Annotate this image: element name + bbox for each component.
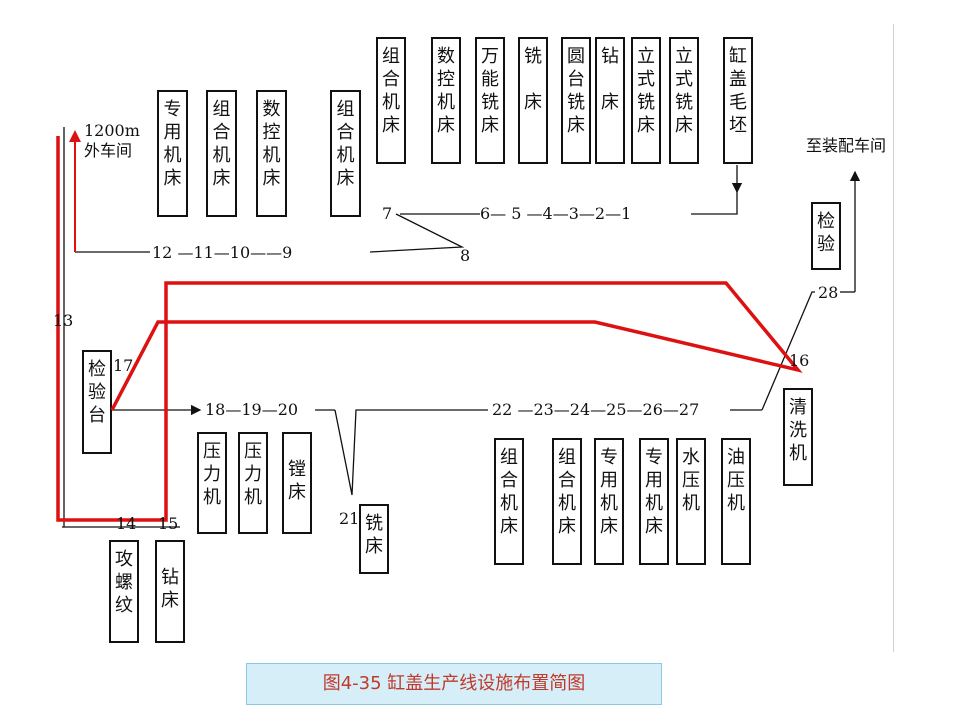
machine-box: 组 合 机 床 [330,90,361,217]
station-number: 15 [158,514,179,533]
machine-box: 万 能 铣 床 [475,37,505,164]
machine-box: 专 用 机 床 [594,438,624,565]
station-sequence: 18—19—20 [205,400,299,419]
machine-label: 专 用 机 床 [645,447,663,537]
station-number: 21 [339,509,360,528]
machine-box: 水 压 机 [676,438,706,565]
outside-distance-label: 1200m [84,121,140,140]
flow-line [334,409,488,496]
machine-label: 铣 床 [365,513,383,557]
station-number: 14 [116,514,137,533]
machine-box: 组 合 机 床 [494,438,524,565]
machine-label: 攻 螺 纹 [115,549,133,616]
machine-label: 专 用 机 床 [600,447,618,537]
station-number: 13 [53,311,74,330]
outside-workshop-label: 外车间 [84,141,133,160]
station-number: 17 [113,356,134,375]
machine-box: 缸 盖 毛 坯 [723,37,753,164]
machine-box: 攻 螺 纹 [109,540,139,643]
machine-box: 钻 床 [155,540,185,643]
machine-box: 压 力 机 [197,432,227,534]
machine-label: 铣 床 [524,46,542,113]
machine-box: 压 力 机 [238,432,268,534]
machine-label: 组 合 机 床 [382,46,400,136]
station-number: 7 [382,204,393,223]
machine-label: 专 用 机 床 [163,99,182,189]
machine-label: 组 合 机 床 [558,447,576,537]
machine-label: 数 控 机 床 [262,99,281,189]
machine-label: 镗 床 [288,459,306,503]
machine-label: 水 压 机 [682,447,700,514]
machine-label: 缸 盖 毛 坯 [729,46,747,136]
red-path [56,136,803,522]
machine-label: 检 验 [817,211,835,255]
machine-label: 清 洗 机 [789,397,807,464]
machine-box: 钻 床 [595,37,625,164]
machine-box: 组 合 机 床 [552,438,582,565]
station-sequence: 6— 5 —4—3—2—1 [480,204,632,223]
machine-box: 检 验 [811,202,841,270]
machine-box: 圆 台 铣 床 [561,37,591,164]
machine-label: 压 力 机 [203,441,221,508]
station-number: 28 [818,283,839,302]
machine-label: 检 验 台 [88,359,106,426]
machine-label: 数 控 机 床 [437,46,455,136]
machine-box: 专 用 机 床 [157,90,188,217]
machine-box: 油 压 机 [721,438,751,565]
machine-label: 万 能 铣 床 [481,46,499,136]
machine-box: 组 合 机 床 [206,90,237,217]
machine-box: 组 合 机 床 [376,37,406,164]
machine-box: 专 用 机 床 [639,438,669,565]
machine-box: 清 洗 机 [783,388,813,486]
machine-box: 铣 床 [359,504,389,574]
machine-box: 检 验 台 [82,350,112,454]
flow-line [691,192,738,215]
flow-line [761,291,815,411]
machine-label: 油 压 机 [727,447,745,514]
machine-label: 立 式 铣 床 [637,46,655,136]
station-sequence: 12 —11—10——9 [152,243,293,262]
machine-label: 组 合 机 床 [212,99,231,189]
machine-box: 立 式 铣 床 [669,37,699,164]
machine-box: 铣 床 [518,37,548,164]
frame-right-line [893,24,894,652]
machine-box: 镗 床 [282,432,312,534]
station-number: 8 [460,246,471,265]
machine-box: 数 控 机 床 [256,90,287,217]
station-sequence: 22 —23—24—25—26—27 [492,400,700,419]
machine-label: 压 力 机 [244,441,262,508]
station-number: 16 [789,351,810,370]
machine-label: 组 合 机 床 [336,99,355,189]
machine-label: 组 合 机 床 [500,447,518,537]
to-assembly-label: 至装配车间 [806,136,887,155]
machine-box: 数 控 机 床 [431,37,461,164]
machine-label: 立 式 铣 床 [675,46,693,136]
machine-label: 圆 台 铣 床 [567,46,585,136]
machine-label: 钻 床 [161,567,179,611]
figure-caption: 图4-35 缸盖生产线设施布置简图 [246,663,662,705]
machine-box: 立 式 铣 床 [631,37,661,164]
flow-line [369,213,465,253]
machine-label: 钻 床 [601,46,619,113]
